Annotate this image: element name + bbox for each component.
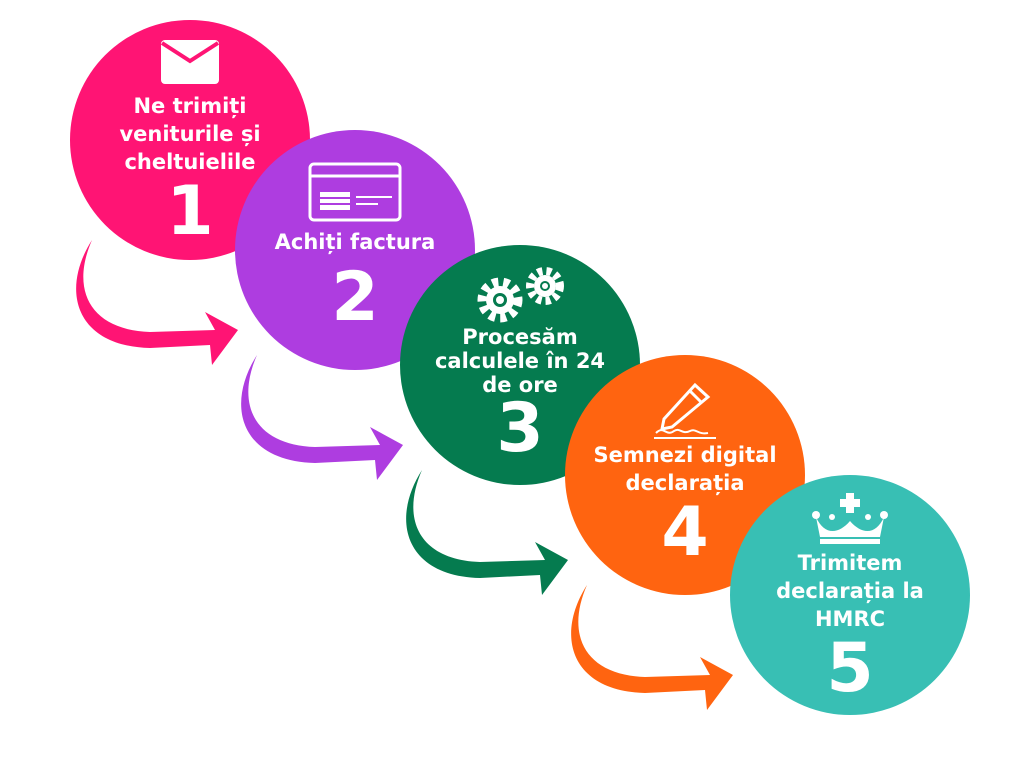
pen-signature-icon <box>650 382 720 439</box>
arrow-4-to-5 <box>571 585 733 710</box>
step-number: 2 <box>331 258 379 337</box>
credit-card-icon <box>308 162 402 222</box>
crown-icon <box>810 493 890 545</box>
step-number: 5 <box>826 629 874 708</box>
step-label: Achiți factura <box>274 230 436 254</box>
arrow-2-to-3 <box>241 355 403 480</box>
gears-icon <box>465 267 575 323</box>
step-label: Ne trimiți veniturile și cheltuielile <box>119 94 261 174</box>
step-number: 4 <box>661 493 709 572</box>
step-label: Semnezi digital declarația <box>593 443 777 495</box>
step-label: Procesăm calculele în 24 de ore <box>434 325 606 397</box>
arrow-3-to-4 <box>406 470 568 595</box>
envelope-icon <box>160 36 220 88</box>
step-5: Trimitem declarația la HMRC 5 <box>730 475 970 715</box>
step-label: Trimitem declarația la HMRC <box>776 551 924 631</box>
step-number: 3 <box>496 389 544 468</box>
step-number: 1 <box>166 172 214 251</box>
arrow-1-to-2 <box>76 240 238 365</box>
